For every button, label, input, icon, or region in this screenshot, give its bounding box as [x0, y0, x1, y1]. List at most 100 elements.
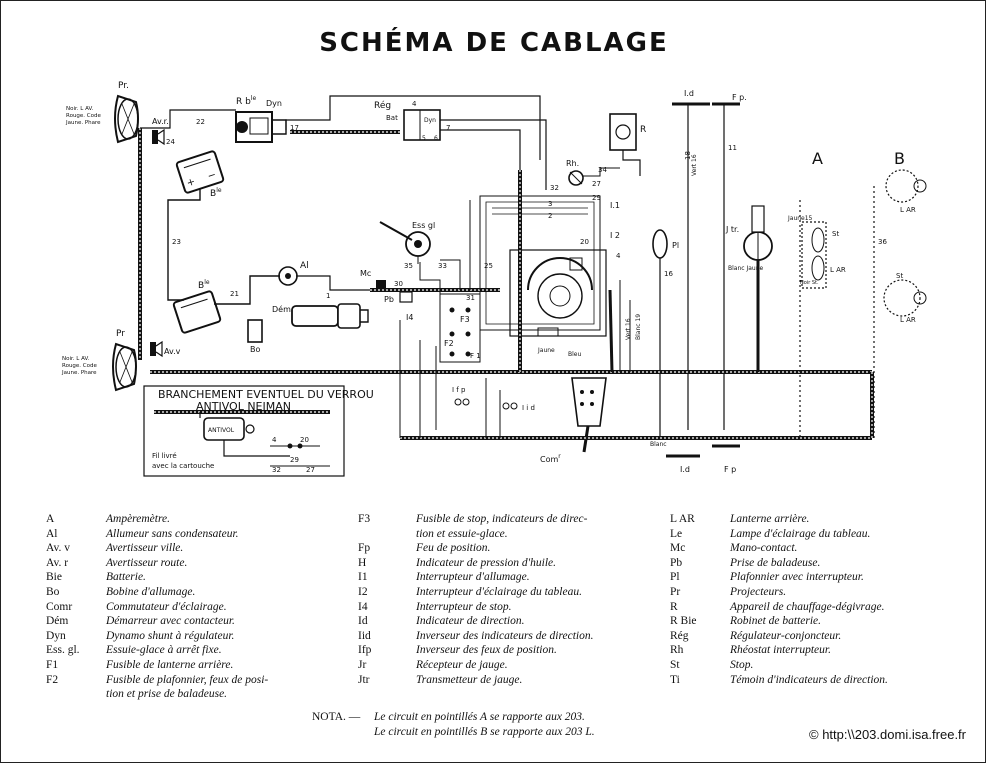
legend-description: Fusible de plafonnier, feux de posi-	[106, 673, 269, 686]
legend-row: Iid Inverseur des indicateurs de directio…	[358, 629, 668, 644]
wire-29: 29	[592, 194, 601, 202]
label-mc: Mc	[360, 269, 371, 278]
label-al: Al	[300, 261, 309, 271]
wire-21: 21	[230, 290, 239, 298]
legend-row: Av. v Avertisseur ville.	[46, 541, 342, 556]
headlamp-top	[114, 94, 139, 144]
label-jaune: Jaune	[537, 347, 555, 354]
svg-text:27: 27	[306, 466, 315, 474]
legend-code: Jtr	[358, 673, 370, 686]
label-blanc19: Blanc 19	[635, 314, 642, 340]
label-vert-b: Vert 16	[625, 318, 632, 340]
legend-description: Démarreur avec contacteur.	[106, 615, 235, 628]
wire-1: 1	[326, 292, 330, 300]
wire-2: 2	[548, 212, 552, 220]
label-bat: Bat	[386, 114, 398, 122]
label-lar-b2: L AR	[900, 316, 916, 324]
legend-description: Ampèremètre.	[106, 513, 170, 525]
legend-description: Inverseur des feux de position.	[416, 644, 557, 657]
legend-code: Comr	[46, 600, 73, 613]
legend-description: Feu de position.	[416, 542, 491, 555]
legend-description: Avertisseur ville.	[106, 542, 184, 555]
wire-22: 22	[196, 118, 205, 126]
legend-code: F1	[46, 658, 59, 671]
nota-line-1: Le circuit en pointillés A se rapporte a…	[374, 711, 585, 723]
label-a: A	[812, 149, 823, 168]
wire-4: 4	[412, 100, 417, 108]
legend-code: Dyn	[46, 629, 66, 642]
legend-description: Appareil de chauffage-dégivrage.	[730, 600, 885, 613]
inset-antivol: ANTIVOL	[208, 427, 235, 434]
label-blanc-jaune: Blanc Jaune	[728, 265, 764, 272]
label-f3: F3	[460, 315, 470, 324]
legend-code: A	[46, 513, 55, 525]
wire-20: 20	[580, 238, 589, 246]
label-essgl: Ess gl	[412, 221, 435, 230]
wire-5: 5	[422, 135, 426, 142]
legend-code: Iid	[358, 629, 371, 642]
legend-row: tion et essuie-glace.	[358, 527, 668, 542]
label-pb: Pb	[384, 295, 394, 304]
wiper	[379, 221, 431, 264]
label-ifp: I f p	[452, 386, 466, 394]
nota: NOTA. —Le circuit en pointillés A se rap…	[312, 710, 595, 740]
lighting-switch	[571, 377, 607, 453]
label-pl: Pl	[672, 241, 679, 250]
inset-title-line1: BRANCHEMENT EVENTUEL DU VERROU	[158, 388, 374, 401]
heater	[609, 113, 637, 151]
nota-line-2: Le circuit en pointillés B se rapporte a…	[374, 726, 595, 738]
legend-code: Ess. gl.	[46, 644, 80, 657]
inset-note-line1: Fil livré	[152, 452, 177, 460]
wire-36: 36	[878, 238, 887, 246]
legend-description: Fusible de stop, indicateurs de direc-	[416, 513, 588, 525]
label-jtr: J tr.	[725, 225, 739, 234]
legend-description: Batterie.	[106, 571, 146, 584]
svg-text:20: 20	[300, 436, 309, 444]
instrument-cluster	[509, 249, 607, 337]
wire-24: 24	[166, 138, 175, 146]
legend-code: Pr	[670, 585, 681, 598]
label-f1: F 1	[470, 352, 481, 360]
wire-18: 18	[684, 151, 692, 160]
legend-description: Dynamo shunt à régulateur.	[106, 629, 235, 642]
wire-4b: 4	[616, 252, 621, 260]
label-id-bottom: I.d	[680, 465, 690, 474]
legend-description: Rhéostat interrupteur.	[730, 644, 831, 657]
wire-35: 35	[404, 262, 413, 270]
legend-code	[358, 527, 416, 542]
legend-description: Fusible de lanterne arrière.	[106, 658, 234, 671]
colors-bottom-3: Jaune. Phare	[61, 370, 97, 376]
legend-description: Inverseur des indicateurs de direction.	[416, 629, 594, 642]
legend-row: Ess. gl.Essuie-glace à arrêt fixe.	[46, 643, 342, 658]
horn-ville	[150, 340, 163, 358]
wire-31: 31	[466, 294, 475, 302]
wire-34: 34	[598, 166, 607, 174]
legend-code: Av. v	[46, 542, 70, 555]
battery-top: + −	[175, 150, 225, 194]
colors-bottom-1: Noir. L AV.	[62, 356, 90, 362]
legend-code: Ti	[670, 673, 680, 686]
circuit-a	[799, 200, 827, 438]
wire-6: 6	[434, 135, 438, 142]
legend-code: H	[358, 556, 367, 569]
inset-neiman: 4 20 29 32 27	[143, 385, 345, 477]
legend-code: Bo	[46, 585, 60, 598]
wire-33: 33	[438, 262, 447, 270]
legend-description: Interrupteur de stop.	[416, 600, 512, 613]
ceiling-lamp	[652, 229, 668, 436]
coil	[247, 319, 263, 343]
mano-contact	[376, 280, 386, 290]
fuel-gauge-sender	[743, 205, 773, 261]
